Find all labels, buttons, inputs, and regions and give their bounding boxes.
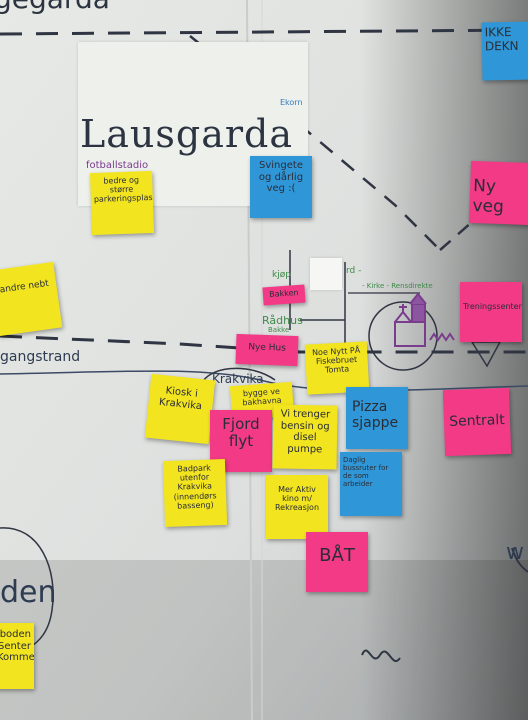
left-partial-label: den xyxy=(0,575,57,610)
shoreline xyxy=(0,370,528,392)
bottom-shadow xyxy=(0,560,528,720)
sticky-vi-trenger: Vi trenger bensin og disel pumpe xyxy=(272,404,338,470)
vw-label: w xyxy=(506,540,524,565)
vignette xyxy=(360,0,528,720)
sticky-left-yellow: andre nebt xyxy=(0,261,63,337)
ekorn-label: Ekorn xyxy=(280,98,303,107)
sticky-left-bottom: boden Senter Kommen xyxy=(0,623,34,689)
sticky-bussruter: Daglig bussruter for de som arbeider xyxy=(340,452,402,516)
fotballstadio-label: fotballstadio xyxy=(86,160,149,171)
rd-label: rd - xyxy=(346,266,362,276)
sticky-bat: BÅT xyxy=(306,532,368,592)
dashed-road-right xyxy=(439,214,481,251)
paper-insert-small xyxy=(310,258,342,290)
gangstrand-label: gangstrand xyxy=(0,349,81,365)
church-icon xyxy=(394,292,455,347)
sticky-treningssenter: Treningssenter xyxy=(460,282,522,342)
sticky-bakken: Bakken xyxy=(262,284,306,306)
sticky-ikke-dekn: IKKE DEKN xyxy=(481,21,528,81)
bakke-label: Bakke xyxy=(268,326,290,334)
scribble xyxy=(361,649,401,662)
sticky-svingete: Svingete og dårlig veg :( xyxy=(250,156,312,218)
top-partial-label: gegarda xyxy=(0,0,110,15)
sticky-sentralt: Sentralt xyxy=(442,387,512,457)
dashed-road-top xyxy=(0,28,528,36)
lausgarda-title: Lausgarda xyxy=(80,112,293,156)
dashed-road-middle xyxy=(0,334,528,354)
sticky-nye-hus: Nye Hus xyxy=(235,333,299,367)
sticky-mer-aktiv: Mer Aktiv kino m/ Rekreasjon xyxy=(266,475,328,539)
sticky-bedre-parkering: bedre og større parkeringsplass xyxy=(89,170,155,236)
sticky-ny-vei: Ny veg xyxy=(468,160,528,226)
radhus-label: Rådhus xyxy=(262,314,303,327)
krakvika-label: Krakvika xyxy=(212,372,264,386)
triangle-marker xyxy=(470,341,502,368)
church-circle xyxy=(368,301,438,371)
sticky-badepark: Badpark utenfor Krakvika (innendørs bass… xyxy=(162,458,228,528)
sticky-kiosk: Kiosk i Krakvika xyxy=(144,373,216,445)
kirke-label: - Kirke - Rensdirekte xyxy=(362,282,433,290)
sticky-pizza: Pizza sjappe xyxy=(346,387,408,449)
right-scribble xyxy=(511,547,528,573)
kjop-label: kjøp xyxy=(272,270,291,280)
